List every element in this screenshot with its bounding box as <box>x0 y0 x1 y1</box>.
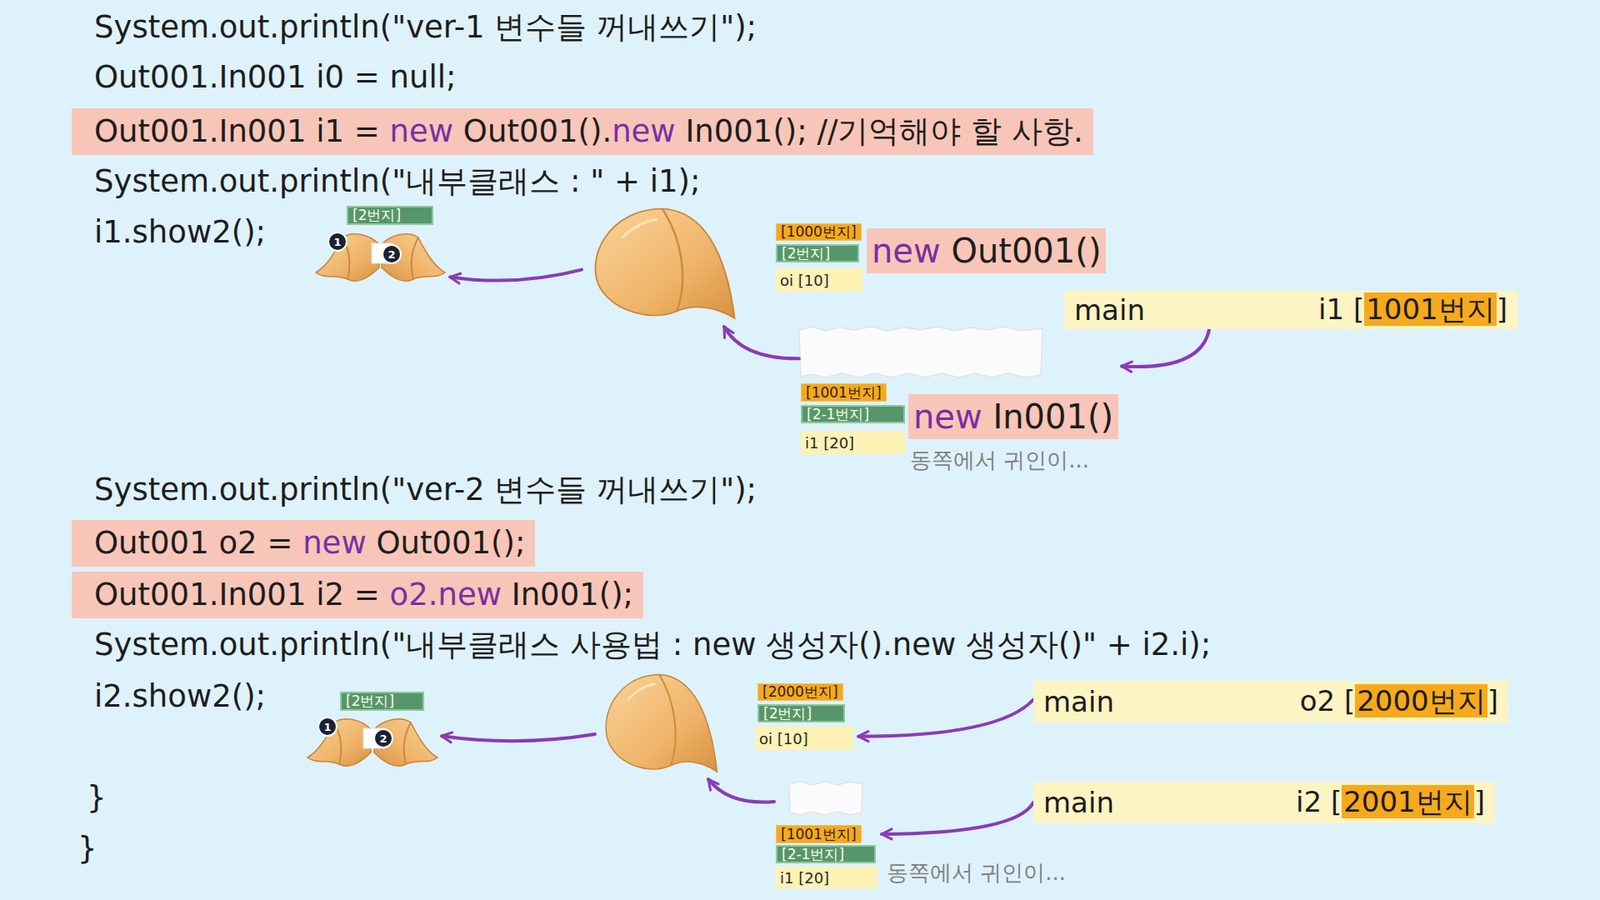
code-line: System.out.println("ver-1 변수들 꺼내쓰기"); <box>94 9 757 46</box>
field-tag: i1 [20] <box>800 430 905 455</box>
constructor-label: new In001() <box>908 394 1119 440</box>
fortune-paper <box>363 728 385 749</box>
text-highlight: 2000번지 <box>1355 684 1488 718</box>
connector-arrow <box>724 326 800 359</box>
address-tag: [2번지] <box>340 691 425 711</box>
outer-object: [2000번지] [2번지] oi [10] <box>595 666 859 780</box>
text-highlight: new <box>611 113 675 150</box>
callout-text: 2 <box>379 733 387 745</box>
code-line: Out001.In001 i0 = null; <box>94 59 456 96</box>
address-tag: [2번지] <box>757 704 845 723</box>
connector-arrow <box>441 734 595 741</box>
fortune-cookie <box>595 208 735 318</box>
variable-value: i1 [1001번지] <box>1318 290 1508 330</box>
stack-variable: main i2 [2001번지] <box>1033 781 1495 824</box>
variable-value: o2 [2000번지] <box>1300 682 1499 721</box>
cookie-group: [2번지] 1 2 <box>308 203 450 290</box>
torn-paper <box>789 781 863 815</box>
field-tag: oi [10] <box>775 268 863 292</box>
text-highlight: new <box>913 397 983 436</box>
code-line: Out001.In001 i2 = o2.new In001(); <box>71 571 644 619</box>
variable-value: i2 [2001번지] <box>1295 783 1485 822</box>
address-tag: [1000번지] <box>775 223 862 241</box>
note-text: 동쪽에서 귀인이... <box>886 858 1066 887</box>
connector-arrow <box>858 700 1034 737</box>
inner-object: [1001번지][2-1번지] i1 [20] <box>774 780 882 889</box>
address-tag: [2번지] <box>346 205 434 225</box>
method-name: main <box>1043 785 1115 820</box>
method-name: main <box>1074 293 1145 327</box>
cookie-half <box>315 234 380 281</box>
callout-number: 1 <box>327 231 348 252</box>
constructor-label: new Out001() <box>866 228 1106 274</box>
fortune-cookie <box>605 675 717 773</box>
address-tag: [2000번지] <box>757 683 844 701</box>
callout-number: 2 <box>373 728 394 749</box>
address-tag: [1001번지] <box>775 825 862 844</box>
code-line: Out001 o2 = new Out001(); <box>71 520 535 567</box>
fortune-paper <box>371 243 394 264</box>
text-highlight: 2001번지 <box>1341 785 1475 819</box>
callout-text: 1 <box>333 236 341 248</box>
text-highlight: new <box>871 231 941 270</box>
code-line: } <box>77 830 98 868</box>
code-line: System.out.println("내부클래스 사용법 : new 생성자(… <box>94 626 1211 664</box>
inner-object: [1001번지] [2-1번지] i1 [20]new In001() <box>799 326 1122 455</box>
text-highlight: 1001번지 <box>1364 292 1497 326</box>
cookie-group: [2번지] 1 2 <box>300 688 442 775</box>
field-tag: oi [10] <box>755 726 854 750</box>
connector-arrow <box>450 270 582 281</box>
code-line: i2.show2(); <box>94 678 266 715</box>
code-line: Out001.In001 i1 = new Out001().new In001… <box>71 108 1094 155</box>
code-line: System.out.println("ver-2 변수들 꺼내쓰기"); <box>94 471 757 509</box>
text-highlight: new <box>390 113 454 150</box>
cookie-half <box>307 719 371 766</box>
note-text: 동쪽에서 귀인이... <box>910 445 1090 475</box>
callout-text: 2 <box>387 249 395 260</box>
outer-object: [1000번지] [2번지] oi [10]new Out001() <box>581 200 1110 327</box>
text-highlight: o2.new <box>390 576 502 613</box>
address-tag: [1001번지] <box>800 383 887 402</box>
torn-paper <box>799 326 1043 378</box>
code-line: i1.show2(); <box>94 214 266 251</box>
code-line: } <box>86 780 107 817</box>
stack-variable: main o2 [2000번지] <box>1033 680 1509 723</box>
connector-arrow <box>881 802 1034 835</box>
method-name: main <box>1043 685 1115 719</box>
text-highlight: new <box>302 525 366 561</box>
field-tag: i1 [20] <box>775 866 878 889</box>
connector-arrow <box>1121 329 1210 367</box>
address-tag: [2-1번지] <box>800 405 905 424</box>
connector-arrow <box>708 779 775 803</box>
code-line: System.out.println("내부클래스 : " + i1); <box>94 163 700 200</box>
address-tag: [2번지] <box>775 244 860 263</box>
stack-variable: main i1 [1001번지] <box>1064 290 1518 330</box>
address-tag: [2-1번지] <box>775 845 876 864</box>
callout-number: 2 <box>381 244 402 265</box>
callout-text: 1 <box>323 721 331 733</box>
callout-number: 1 <box>317 716 338 737</box>
